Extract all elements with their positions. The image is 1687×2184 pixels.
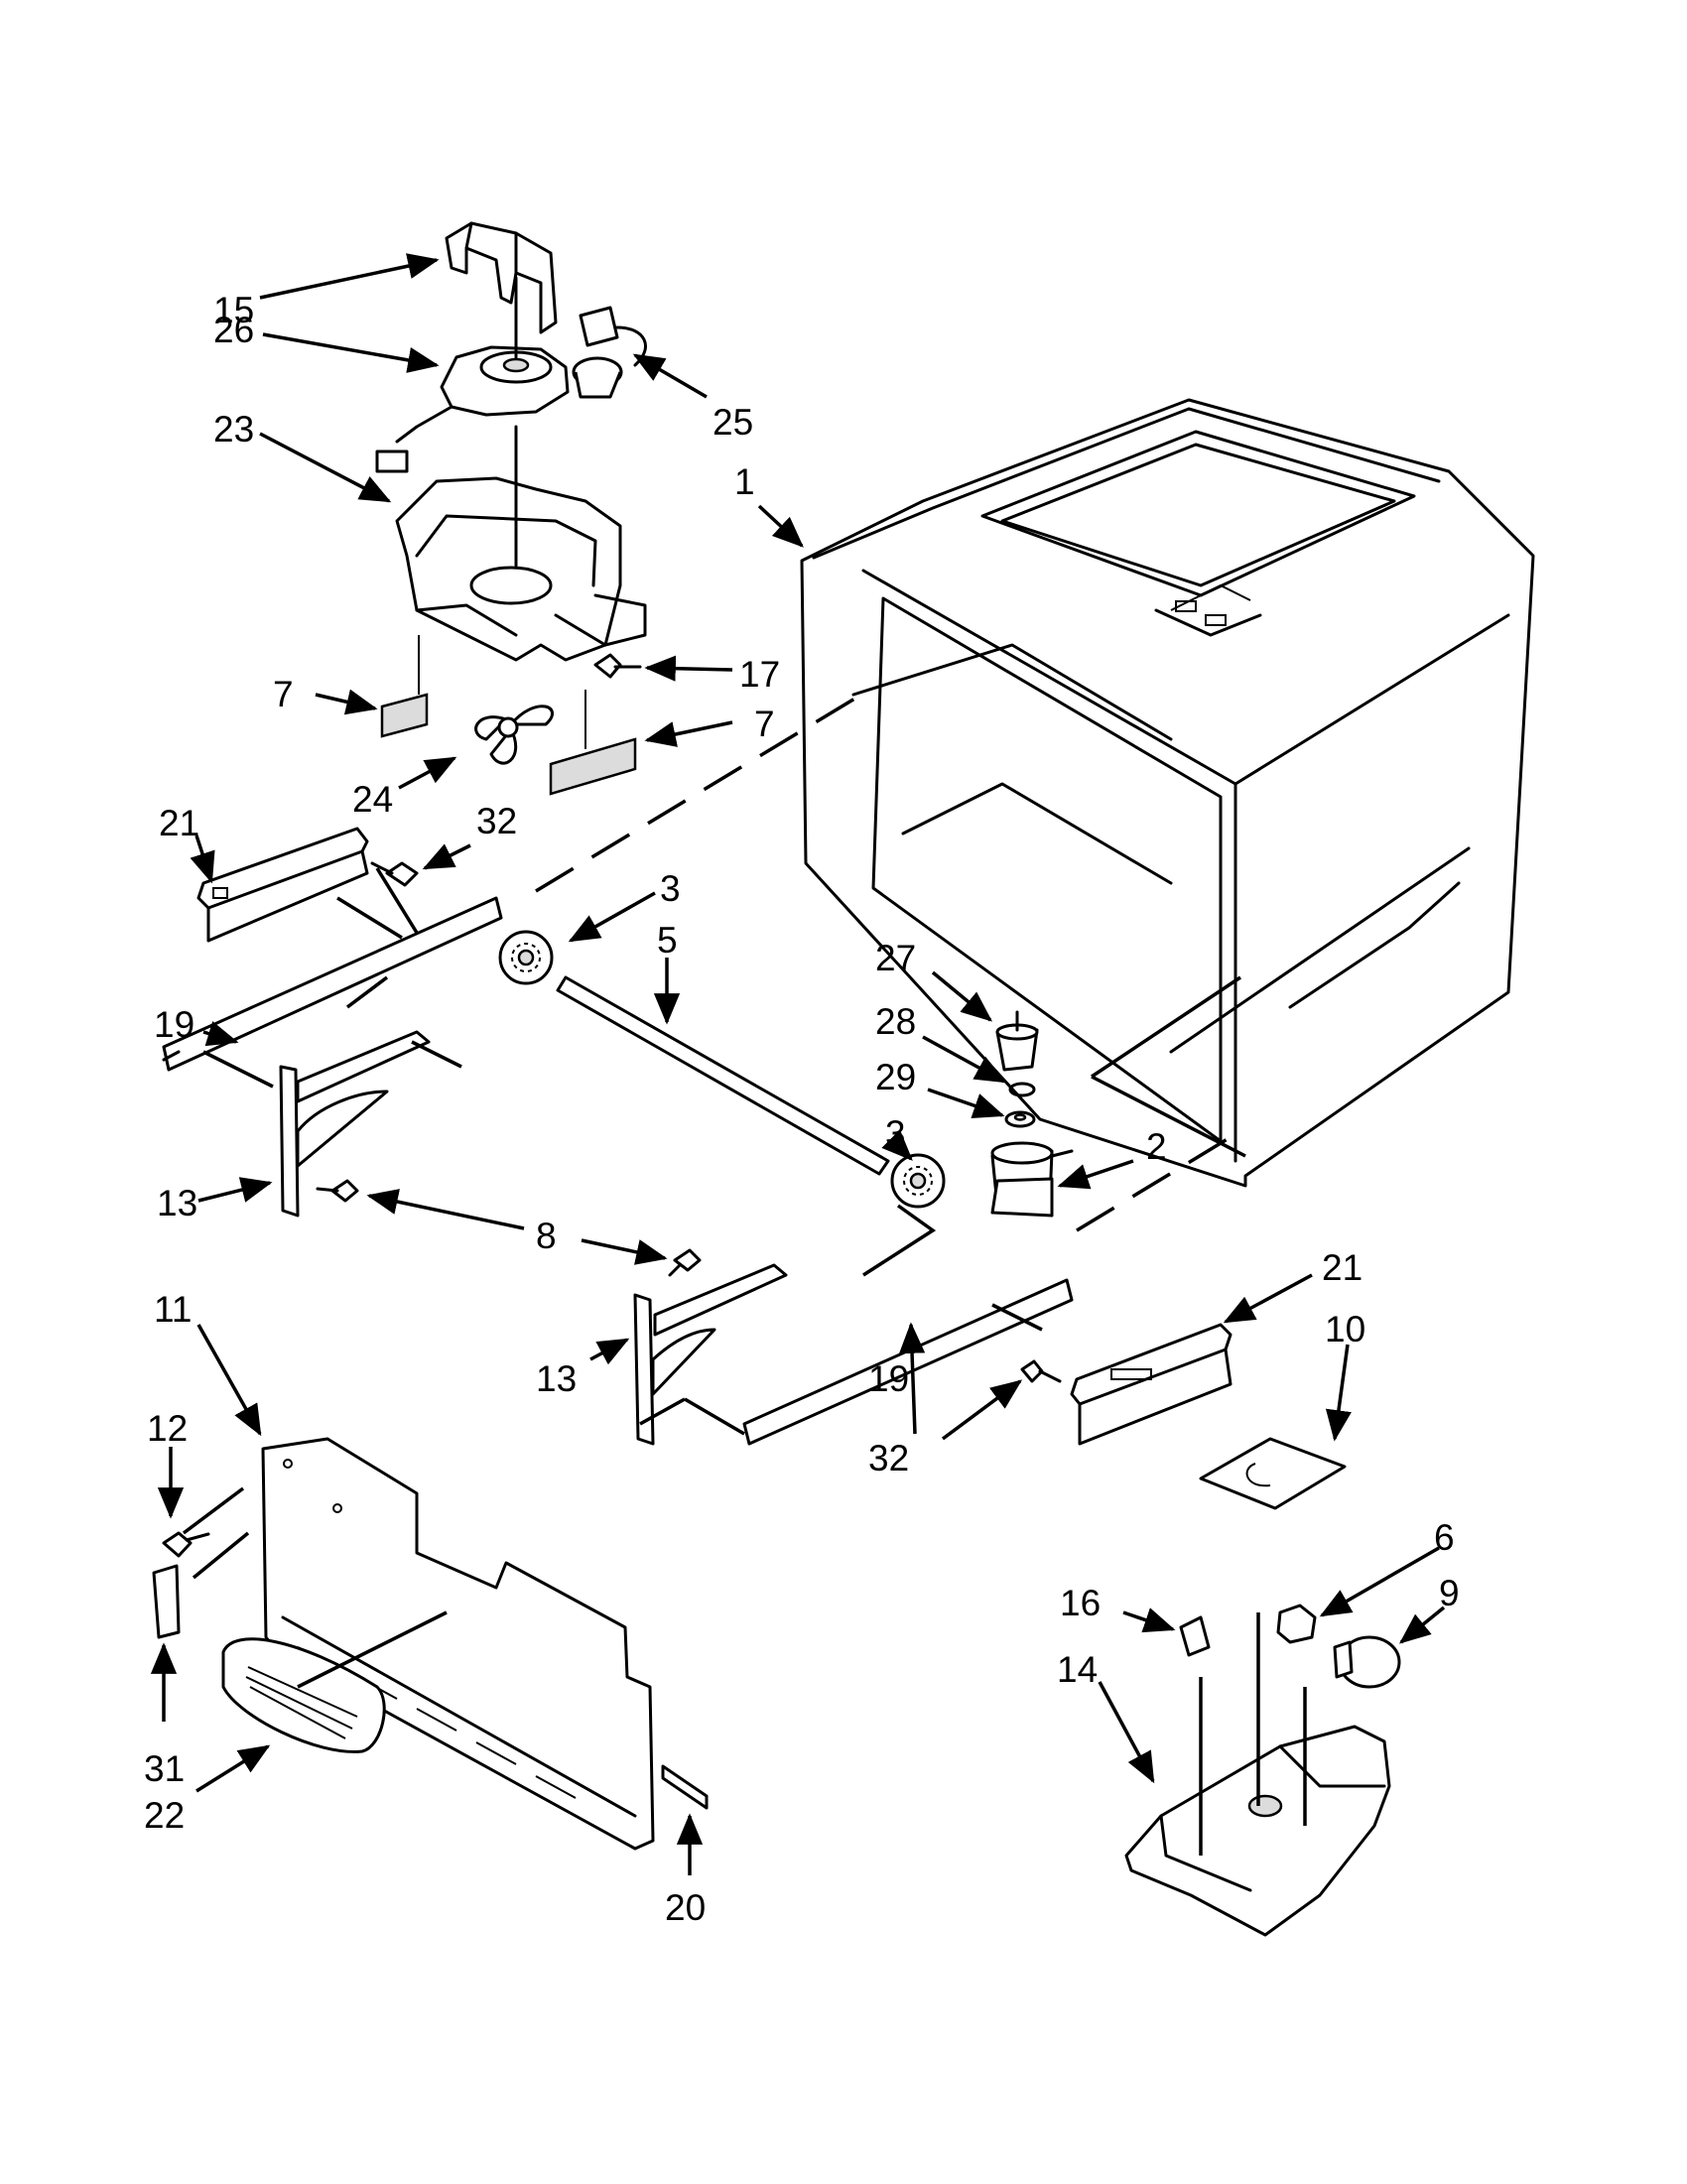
callout-labels: 15 26 23 25 1 7 17 7 24 21 32 3 5 19 13 …: [144, 290, 1460, 1928]
washer-part-29[interactable]: [1004, 1110, 1036, 1128]
callout-7-right: 7: [754, 704, 775, 744]
fan-motor-part-26[interactable]: [375, 276, 570, 473]
bracket-part-13-right[interactable]: [633, 1263, 788, 1446]
callout-3-left: 3: [660, 868, 681, 909]
light-bulb-part-9[interactable]: [1333, 1635, 1401, 1689]
callout-23: 23: [213, 409, 254, 450]
callout-20: 20: [665, 1887, 706, 1928]
callout-3-right: 3: [885, 1113, 906, 1154]
callout-2: 2: [1146, 1126, 1167, 1167]
damper-housing-part-2[interactable]: [990, 1141, 1074, 1218]
screw-part-32-bottom[interactable]: [1020, 1359, 1062, 1383]
callout-14: 14: [1057, 1649, 1098, 1690]
callout-19-left: 19: [154, 1004, 195, 1045]
foam-seal-part-7-right[interactable]: [549, 690, 637, 796]
callout-11: 11: [154, 1289, 192, 1330]
callout-13-right: 13: [536, 1358, 577, 1399]
light-switch-part-16[interactable]: [1179, 1615, 1211, 1657]
callout-10: 10: [1325, 1309, 1365, 1349]
screw-part-17[interactable]: [593, 653, 642, 679]
callout-22: 22: [144, 1795, 185, 1836]
callout-32-bottom: 32: [868, 1438, 909, 1478]
slide-rail-part-19-right[interactable]: [742, 1278, 1074, 1446]
callout-21-right: 21: [1322, 1247, 1363, 1288]
label-part-10[interactable]: [1199, 1437, 1347, 1510]
callout-32-top: 32: [476, 801, 517, 841]
callout-9: 9: [1439, 1573, 1460, 1613]
fan-blade-part-24[interactable]: [474, 705, 554, 765]
callout-29: 29: [875, 1057, 916, 1097]
screw-part-12[interactable]: [162, 1531, 210, 1558]
callout-6: 6: [1434, 1517, 1455, 1558]
callout-5: 5: [657, 920, 678, 961]
callout-21-left: 21: [159, 803, 199, 843]
fan-shroud-part-23[interactable]: [395, 425, 647, 662]
screw-part-8-right[interactable]: [668, 1248, 702, 1277]
callout-16: 16: [1060, 1583, 1101, 1623]
callout-27: 27: [875, 938, 916, 978]
slide-rail-part-19-left[interactable]: [162, 896, 503, 1072]
callout-7-left: 7: [273, 674, 294, 714]
callout-15: 15: [213, 290, 254, 330]
leader-lines: [182, 693, 1307, 1856]
clip-part-31[interactable]: [152, 1564, 181, 1639]
callout-8: 8: [536, 1216, 557, 1256]
bracket-part-13-left[interactable]: [279, 1030, 431, 1218]
callout-17: 17: [739, 654, 780, 695]
callout-24: 24: [352, 779, 393, 820]
light-housing-part-14[interactable]: [1124, 1725, 1391, 1937]
thermistor-part-25[interactable]: [572, 306, 647, 399]
grille-part-22[interactable]: [221, 1637, 386, 1753]
fan-motor-bracket-part-15[interactable]: [445, 221, 558, 334]
seal-strip-part-20[interactable]: [661, 1764, 709, 1810]
slide-bracket-part-21-right[interactable]: [1070, 1323, 1233, 1446]
callout-1: 1: [734, 461, 755, 502]
rear-cover-panel-part-11[interactable]: [261, 1437, 655, 1851]
gear-part-3-left[interactable]: [498, 930, 554, 985]
callout-19-right: 19: [868, 1358, 909, 1399]
callout-13-left: 13: [157, 1183, 197, 1223]
callout-25: 25: [713, 402, 753, 443]
callout-31: 31: [144, 1748, 185, 1789]
freezer-basket-part-1[interactable]: [800, 398, 1535, 1188]
callout-arrows: [150, 253, 1446, 1875]
callout-28: 28: [875, 1001, 916, 1042]
callout-26: 26: [213, 310, 254, 350]
o-ring-part-28[interactable]: [1008, 1082, 1036, 1097]
light-socket-part-6[interactable]: [1276, 1604, 1317, 1644]
foam-seal-part-7-left[interactable]: [380, 635, 429, 738]
screw-part-32-top[interactable]: [370, 861, 419, 887]
slide-bracket-part-21-left[interactable]: [196, 827, 369, 943]
screw-part-8-left[interactable]: [316, 1179, 359, 1203]
callout-12: 12: [147, 1408, 188, 1449]
gear-part-3-right[interactable]: [890, 1153, 946, 1209]
shaft-part-5[interactable]: [556, 975, 890, 1176]
